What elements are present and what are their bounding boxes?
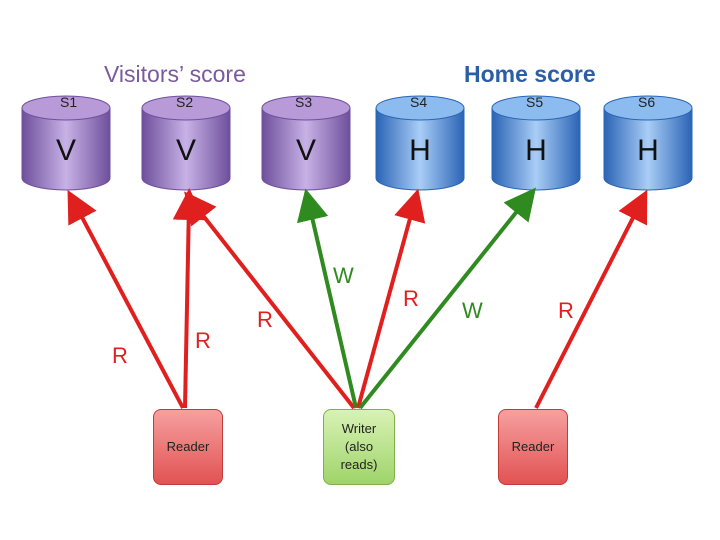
server-label-s1: S1 — [60, 94, 78, 110]
writer-box: Writer (also reads) — [323, 409, 395, 485]
edge-label-r4: R — [403, 286, 419, 311]
server-label-s5: S5 — [526, 94, 544, 110]
server-label-s2: S2 — [176, 94, 194, 110]
edge-writer-to-s5 — [358, 187, 536, 410]
cylinder-s2 — [141, 95, 231, 191]
server-s5: H — [492, 100, 580, 192]
server-s2-letter: V — [175, 134, 196, 167]
server-s6: H — [604, 100, 692, 192]
writer-label: Writer (also reads) — [340, 421, 378, 472]
edge-label-r1: R — [112, 343, 128, 368]
server-label-s6: S6 — [638, 94, 656, 110]
cylinder-s1 — [21, 95, 111, 191]
reader-left-box: Reader — [153, 409, 223, 485]
server-label-s3: S3 — [295, 94, 313, 110]
edge-reader-left-to-s2 — [172, 188, 205, 409]
edge-label-w2: W — [462, 298, 483, 323]
server-s4: H — [376, 100, 464, 192]
cylinder-s4 — [375, 95, 465, 191]
edge-label-r2: R — [195, 328, 211, 353]
edge-reader-left-to-s1 — [67, 189, 185, 409]
server-s5-letter: H — [525, 134, 547, 167]
reader-right-label: Reader — [511, 439, 555, 454]
visitors-score-heading: Visitors’ score — [104, 61, 246, 87]
server-s2: V — [142, 100, 230, 192]
edge-writer-to-s2 — [184, 191, 356, 410]
server-s4-letter: H — [409, 134, 431, 167]
edge-label-r5: R — [558, 298, 574, 323]
server-s3: V — [262, 100, 350, 192]
edge-label-r3: R — [257, 307, 273, 332]
server-label-s4: S4 — [410, 94, 428, 110]
cylinder-s5 — [491, 95, 581, 191]
edge-writer-to-s4 — [356, 188, 426, 409]
home-score-heading: Home score — [464, 61, 596, 87]
server-s3-letter: V — [295, 134, 316, 167]
server-s1: V — [22, 100, 110, 192]
server-s6-letter: H — [637, 134, 659, 167]
edge-label-w1: W — [333, 263, 354, 288]
edge-reader-right-to-s6 — [534, 189, 648, 409]
server-s1-letter: V — [55, 134, 76, 167]
reader-right-box: Reader — [498, 409, 568, 485]
cylinder-s6 — [603, 95, 693, 191]
reader-left-label: Reader — [166, 439, 210, 454]
edge-writer-to-s3 — [297, 188, 358, 409]
